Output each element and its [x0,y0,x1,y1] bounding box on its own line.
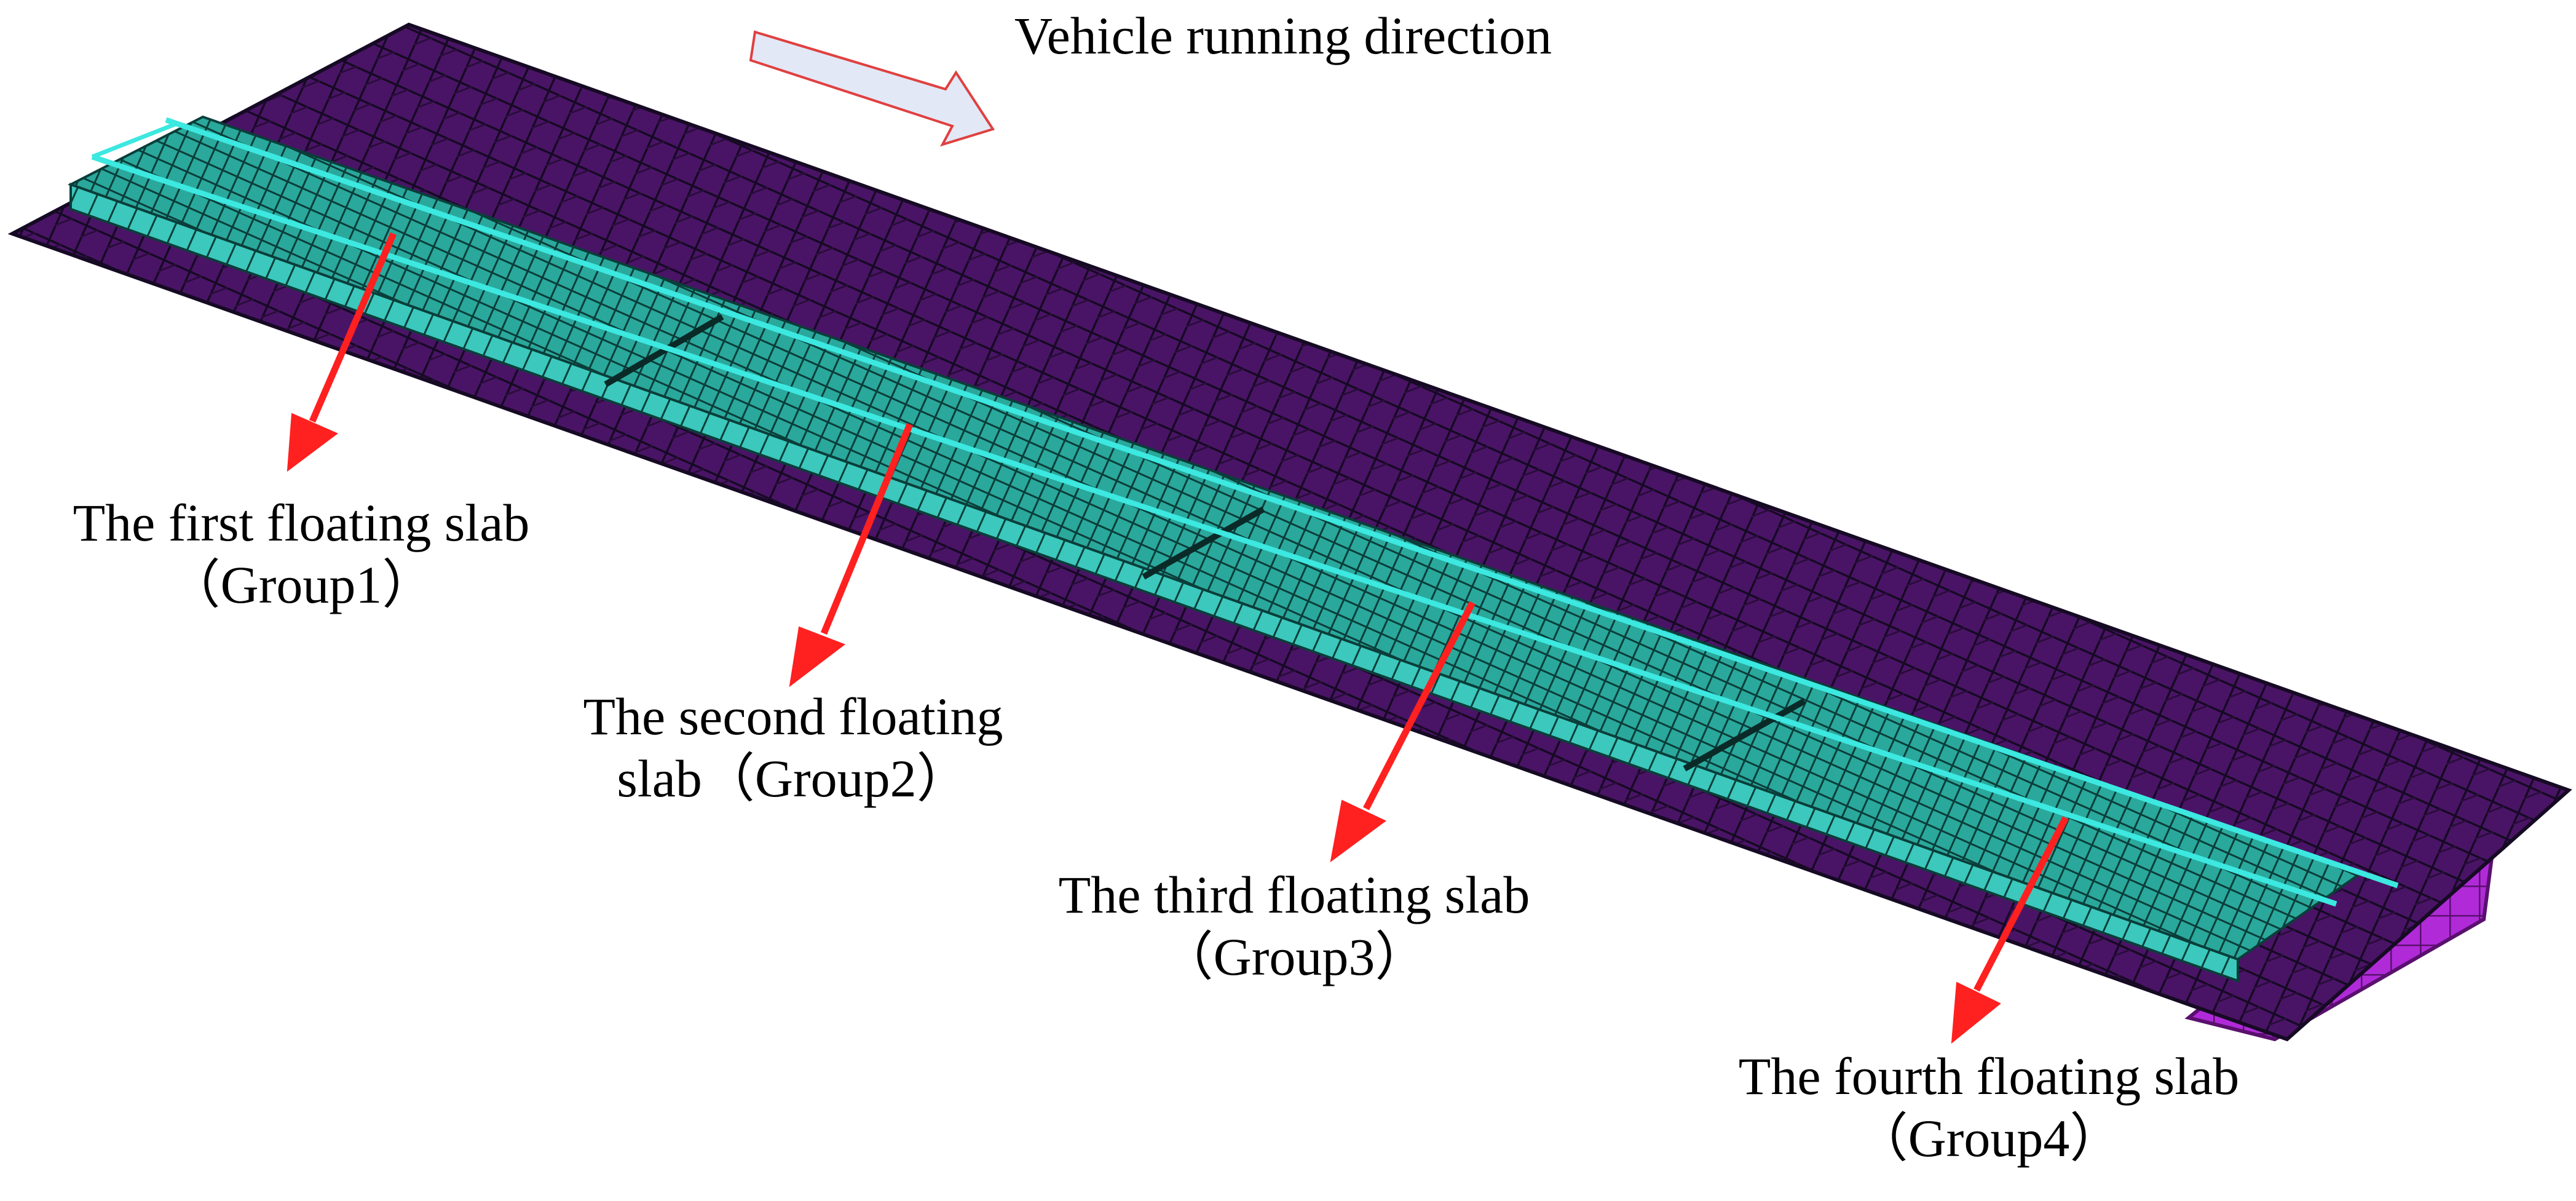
slab-joints [604,314,1806,772]
slab-joint-2 [1142,506,1265,580]
rail-left [91,154,2337,907]
group1-label: The first floating slab （Group1） [25,492,578,617]
group3-label: The third floating slab （Group3） [1002,864,1586,989]
group-pointers [286,232,2069,1044]
group1-label-line1: The first floating slab [73,493,530,552]
group3-label-line2: （Group3） [1160,927,1428,987]
rail-right [165,117,2399,889]
group4-label: The fourth floating slab （Group4） [1685,1045,2293,1170]
group1-label-line2: （Group1） [167,555,435,615]
slab-joint-1 [604,314,724,387]
group3-label-line1: The third floating slab [1058,865,1530,924]
direction-label: Vehicle running direction [1014,5,1552,67]
rail-stub [91,121,180,159]
group4-label-line1: The fourth floating slab [1738,1047,2240,1106]
group2-label-line1: The second floating [583,687,1003,746]
direction-label-text: Vehicle running direction [1014,6,1552,65]
slab-joint-3 [1683,698,1806,772]
direction-arrow-icon [749,30,995,147]
group2-label: The second floating slab（Group2） [541,686,1045,811]
pointer-arrow-group1-icon [286,232,397,472]
pointer-arrow-group3-icon [1330,601,1476,863]
group4-label-line2: （Group4） [1855,1109,2123,1168]
group2-label-line2: slab（Group2） [617,749,970,809]
pointer-arrow-group2-icon [789,422,914,688]
pointer-arrow-group4-icon [1951,816,2069,1044]
